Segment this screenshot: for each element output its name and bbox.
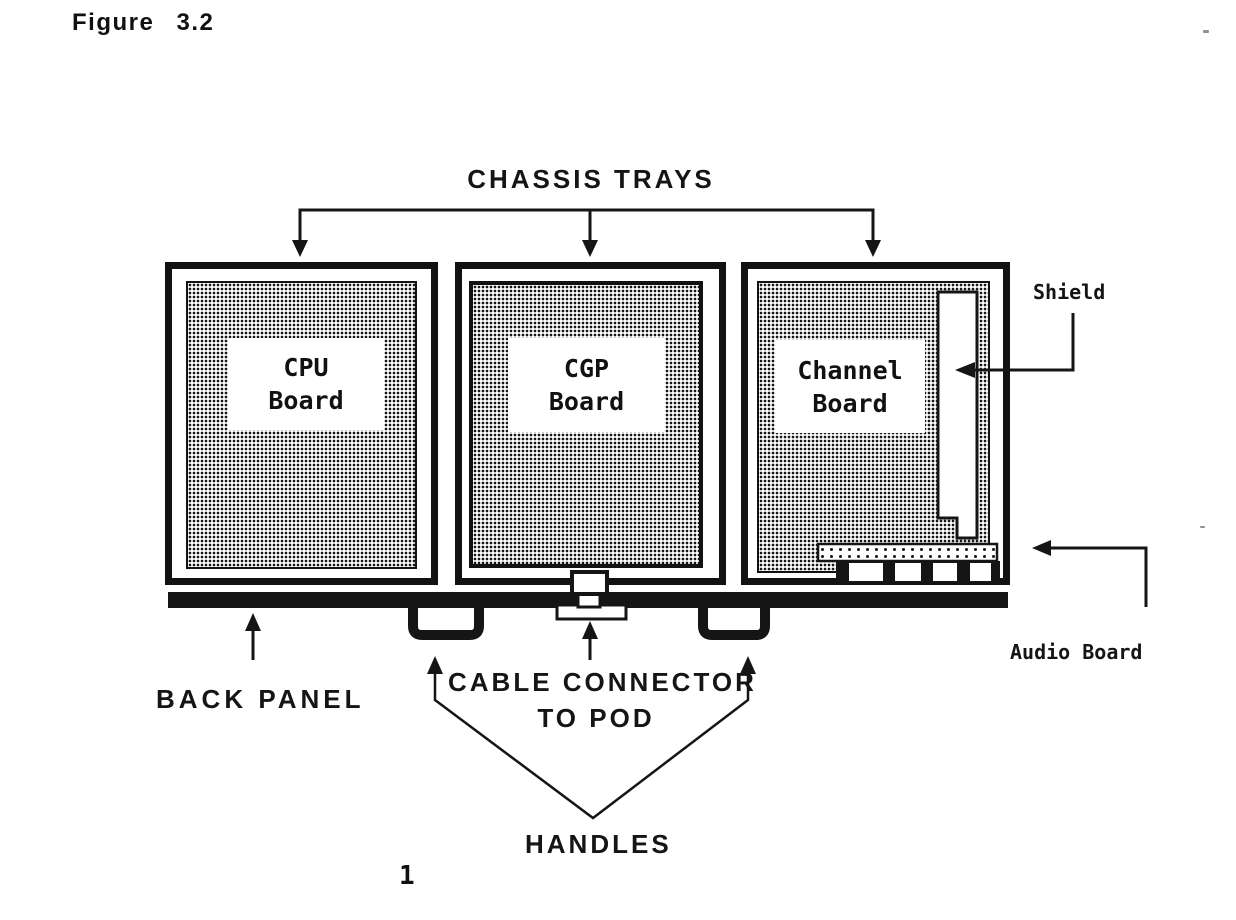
back-panel-arrow-icon bbox=[245, 613, 261, 631]
back-panel-label: BACK PANEL bbox=[156, 684, 365, 714]
handles-label: HANDLES bbox=[525, 829, 672, 859]
channel-board-label: Channel Board bbox=[775, 340, 925, 433]
cable-connector-label-line1: CABLE CONNECTOR bbox=[448, 667, 757, 697]
chassis-bracket-line bbox=[298, 208, 875, 252]
chassis-arrow-center-icon bbox=[582, 240, 598, 257]
cgp-board-label: CGP Board bbox=[508, 338, 665, 432]
cpu-board-label: CPU Board bbox=[228, 338, 384, 430]
cable-connector-label-line2: TO POD bbox=[537, 703, 655, 733]
figure-title: Figure 3.2 bbox=[72, 9, 215, 36]
cpu-board-label-line1: CPU bbox=[283, 353, 329, 382]
chassis-trays-label: CHASSIS TRAYS bbox=[467, 164, 715, 194]
scan-speck bbox=[1200, 526, 1205, 528]
chassis-arrow-right-icon bbox=[865, 240, 881, 257]
cable-connector-arrow-icon bbox=[582, 621, 598, 639]
scan-speck bbox=[1203, 30, 1209, 33]
audio-board-pointer-line bbox=[1048, 546, 1148, 607]
cgp-board-label-line1: CGP bbox=[563, 354, 610, 383]
cpu-board-label-line2: Board bbox=[268, 386, 344, 415]
audio-board-label: Audio Board bbox=[1010, 640, 1143, 664]
handle-left bbox=[408, 606, 484, 640]
channel-board-label-line1: Channel bbox=[797, 355, 903, 385]
audio-board-arrow-icon bbox=[1032, 540, 1051, 556]
back-panel-bar bbox=[168, 592, 1008, 608]
shield-label: Shield bbox=[1033, 280, 1106, 304]
cgp-board-label-line2: Board bbox=[548, 387, 625, 416]
chassis-arrow-left-icon bbox=[292, 240, 308, 257]
page-mark: 1 bbox=[399, 861, 415, 891]
handles-arrow-left-icon bbox=[427, 656, 443, 674]
handle-right bbox=[698, 606, 770, 640]
channel-board-label-line2: Board bbox=[812, 388, 888, 418]
